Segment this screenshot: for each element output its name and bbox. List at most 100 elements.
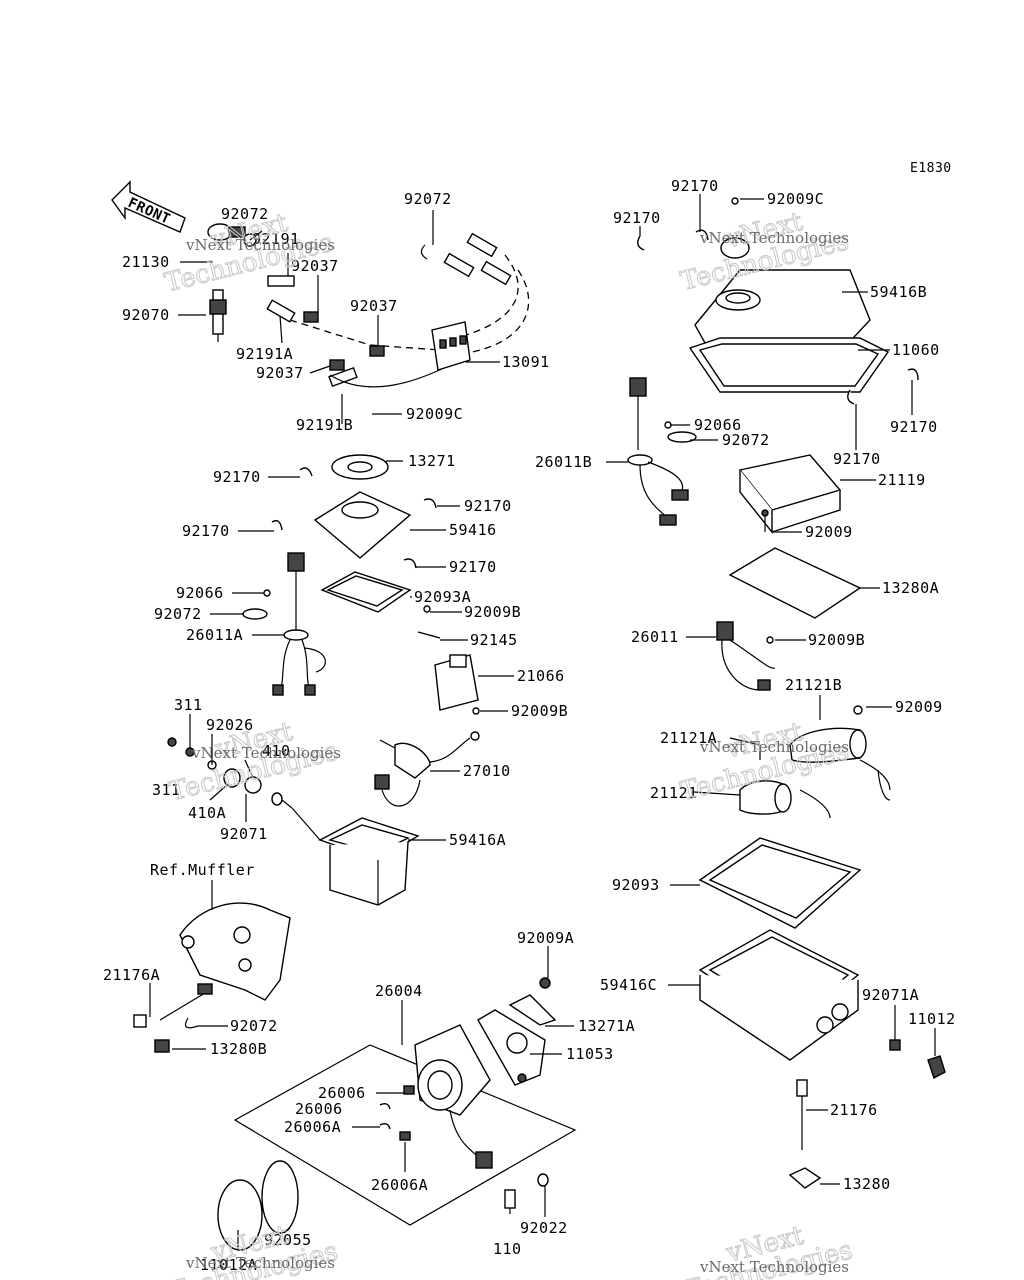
part-labels: 92072 92191 21130 92037 92070 92037 9219… [103,177,956,1274]
electric-box-lower [167,731,480,906]
relay-21066 [417,605,480,715]
label-92170: 92170 [671,177,719,195]
label-92037: 92037 [291,257,339,275]
label-92066: 92066 [176,584,224,602]
label-92145: 92145 [470,631,518,649]
label-92022: 92022 [520,1219,568,1237]
harness-26011a [242,552,326,696]
harness-26011 [716,621,776,691]
label-21119: 21119 [878,471,926,489]
label-92071: 92071 [220,825,268,843]
label-21121a: 21121A [660,729,717,747]
label-92191a: 92191A [236,345,293,363]
label-92037: 92037 [256,364,304,382]
front-arrow-icon: FRONT [111,180,186,233]
label-92072: 92072 [230,1017,278,1035]
label-92170: 92170 [890,418,938,436]
electric-box-cover [271,454,437,613]
label-21176a: 21176A [103,966,160,984]
label-92170: 92170 [833,450,881,468]
label-26011: 26011 [631,628,679,646]
label-11012: 11012 [908,1010,956,1028]
label-92072: 92072 [154,605,202,623]
label-26004: 26004 [375,982,423,1000]
label-21066: 21066 [517,667,565,685]
harness-26011b [627,377,689,526]
coils-21121 [739,705,891,819]
electric-case-59416c [698,837,946,1189]
front-arrow-label: FRONT [125,195,172,228]
label-27010: 27010 [463,762,511,780]
label-92170: 92170 [182,522,230,540]
label-311: 311 [152,781,181,799]
label-92009c: 92009C [767,190,824,208]
watermark-small: vNext Technologies [699,229,849,247]
label-21121: 21121 [650,784,698,802]
label-92009c: 92009C [406,405,463,423]
ecu-cover-59416b [637,197,919,405]
label-26006a: 26006A [284,1118,341,1136]
label-410: 410 [262,742,291,760]
label-26006: 26006 [318,1084,366,1102]
label-92170: 92170 [464,497,512,515]
watermark-small: vNext Technologies [699,1258,849,1276]
label-13271: 13271 [408,452,456,470]
starter-relay-bracket [217,977,577,1251]
label-13280b: 13280B [210,1040,267,1058]
label-59416a: 59416A [449,831,506,849]
ignition-coil-assembly [207,223,530,388]
label-92009: 92009 [895,698,943,716]
label-92093a: 92093A [414,588,471,606]
ecu-21119 [664,421,842,534]
label-92055: 92055 [264,1231,312,1249]
label-92191b: 92191B [296,416,353,434]
label-21130: 21130 [122,253,170,271]
watermark-small: vNext Technologies [185,1254,335,1272]
label-410a: 410A [188,804,226,822]
watermark-small: vNext Technologies [185,236,335,254]
label-92026: 92026 [206,716,254,734]
label-26006: 26006 [295,1100,343,1118]
muffler-reference [133,902,291,1053]
label-26006a: 26006A [371,1176,428,1194]
label-92070: 92070 [122,306,170,324]
label-92009b: 92009B [808,631,865,649]
label-92066: 92066 [694,416,742,434]
label-21121b: 21121B [785,676,842,694]
label-21176: 21176 [830,1101,878,1119]
label-110: 110 [493,1240,522,1258]
label-92072: 92072 [221,205,269,223]
label-26011a: 26011A [186,626,243,644]
leader-lines [149,194,936,1250]
label-92072: 92072 [722,431,770,449]
label-11060: 11060 [892,341,940,359]
label-92009: 92009 [805,523,853,541]
label-92170: 92170 [449,558,497,576]
label-92009a: 92009A [517,929,574,947]
label-92170: 92170 [613,209,661,227]
label-59416c: 59416C [600,976,657,994]
label-26011b: 26011B [535,453,592,471]
label-311: 311 [174,696,203,714]
label-92009b: 92009B [511,702,568,720]
label-13091: 13091 [502,353,550,371]
watermark-small: vNext Technologies [699,738,849,756]
label-92072: 92072 [404,190,452,208]
label-59416: 59416 [449,521,497,539]
label-92071a: 92071A [862,986,919,1004]
label-13271a: 13271A [578,1017,635,1035]
label-92191: 92191 [252,230,300,248]
label-13280: 13280 [843,1175,891,1193]
label-ref-muffler: Ref.Muffler [150,861,255,879]
diagram-code: E1830 [910,161,952,176]
label-11012a: 11012A [200,1256,257,1274]
label-13280a: 13280A [882,579,939,597]
label-92093: 92093 [612,876,660,894]
label-59416b: 59416B [870,283,927,301]
label-92170: 92170 [213,468,261,486]
label-92037: 92037 [350,297,398,315]
watermark-small: vNext Technologies [191,744,341,762]
insulator-13280a [728,547,862,619]
label-11053: 11053 [566,1045,614,1063]
